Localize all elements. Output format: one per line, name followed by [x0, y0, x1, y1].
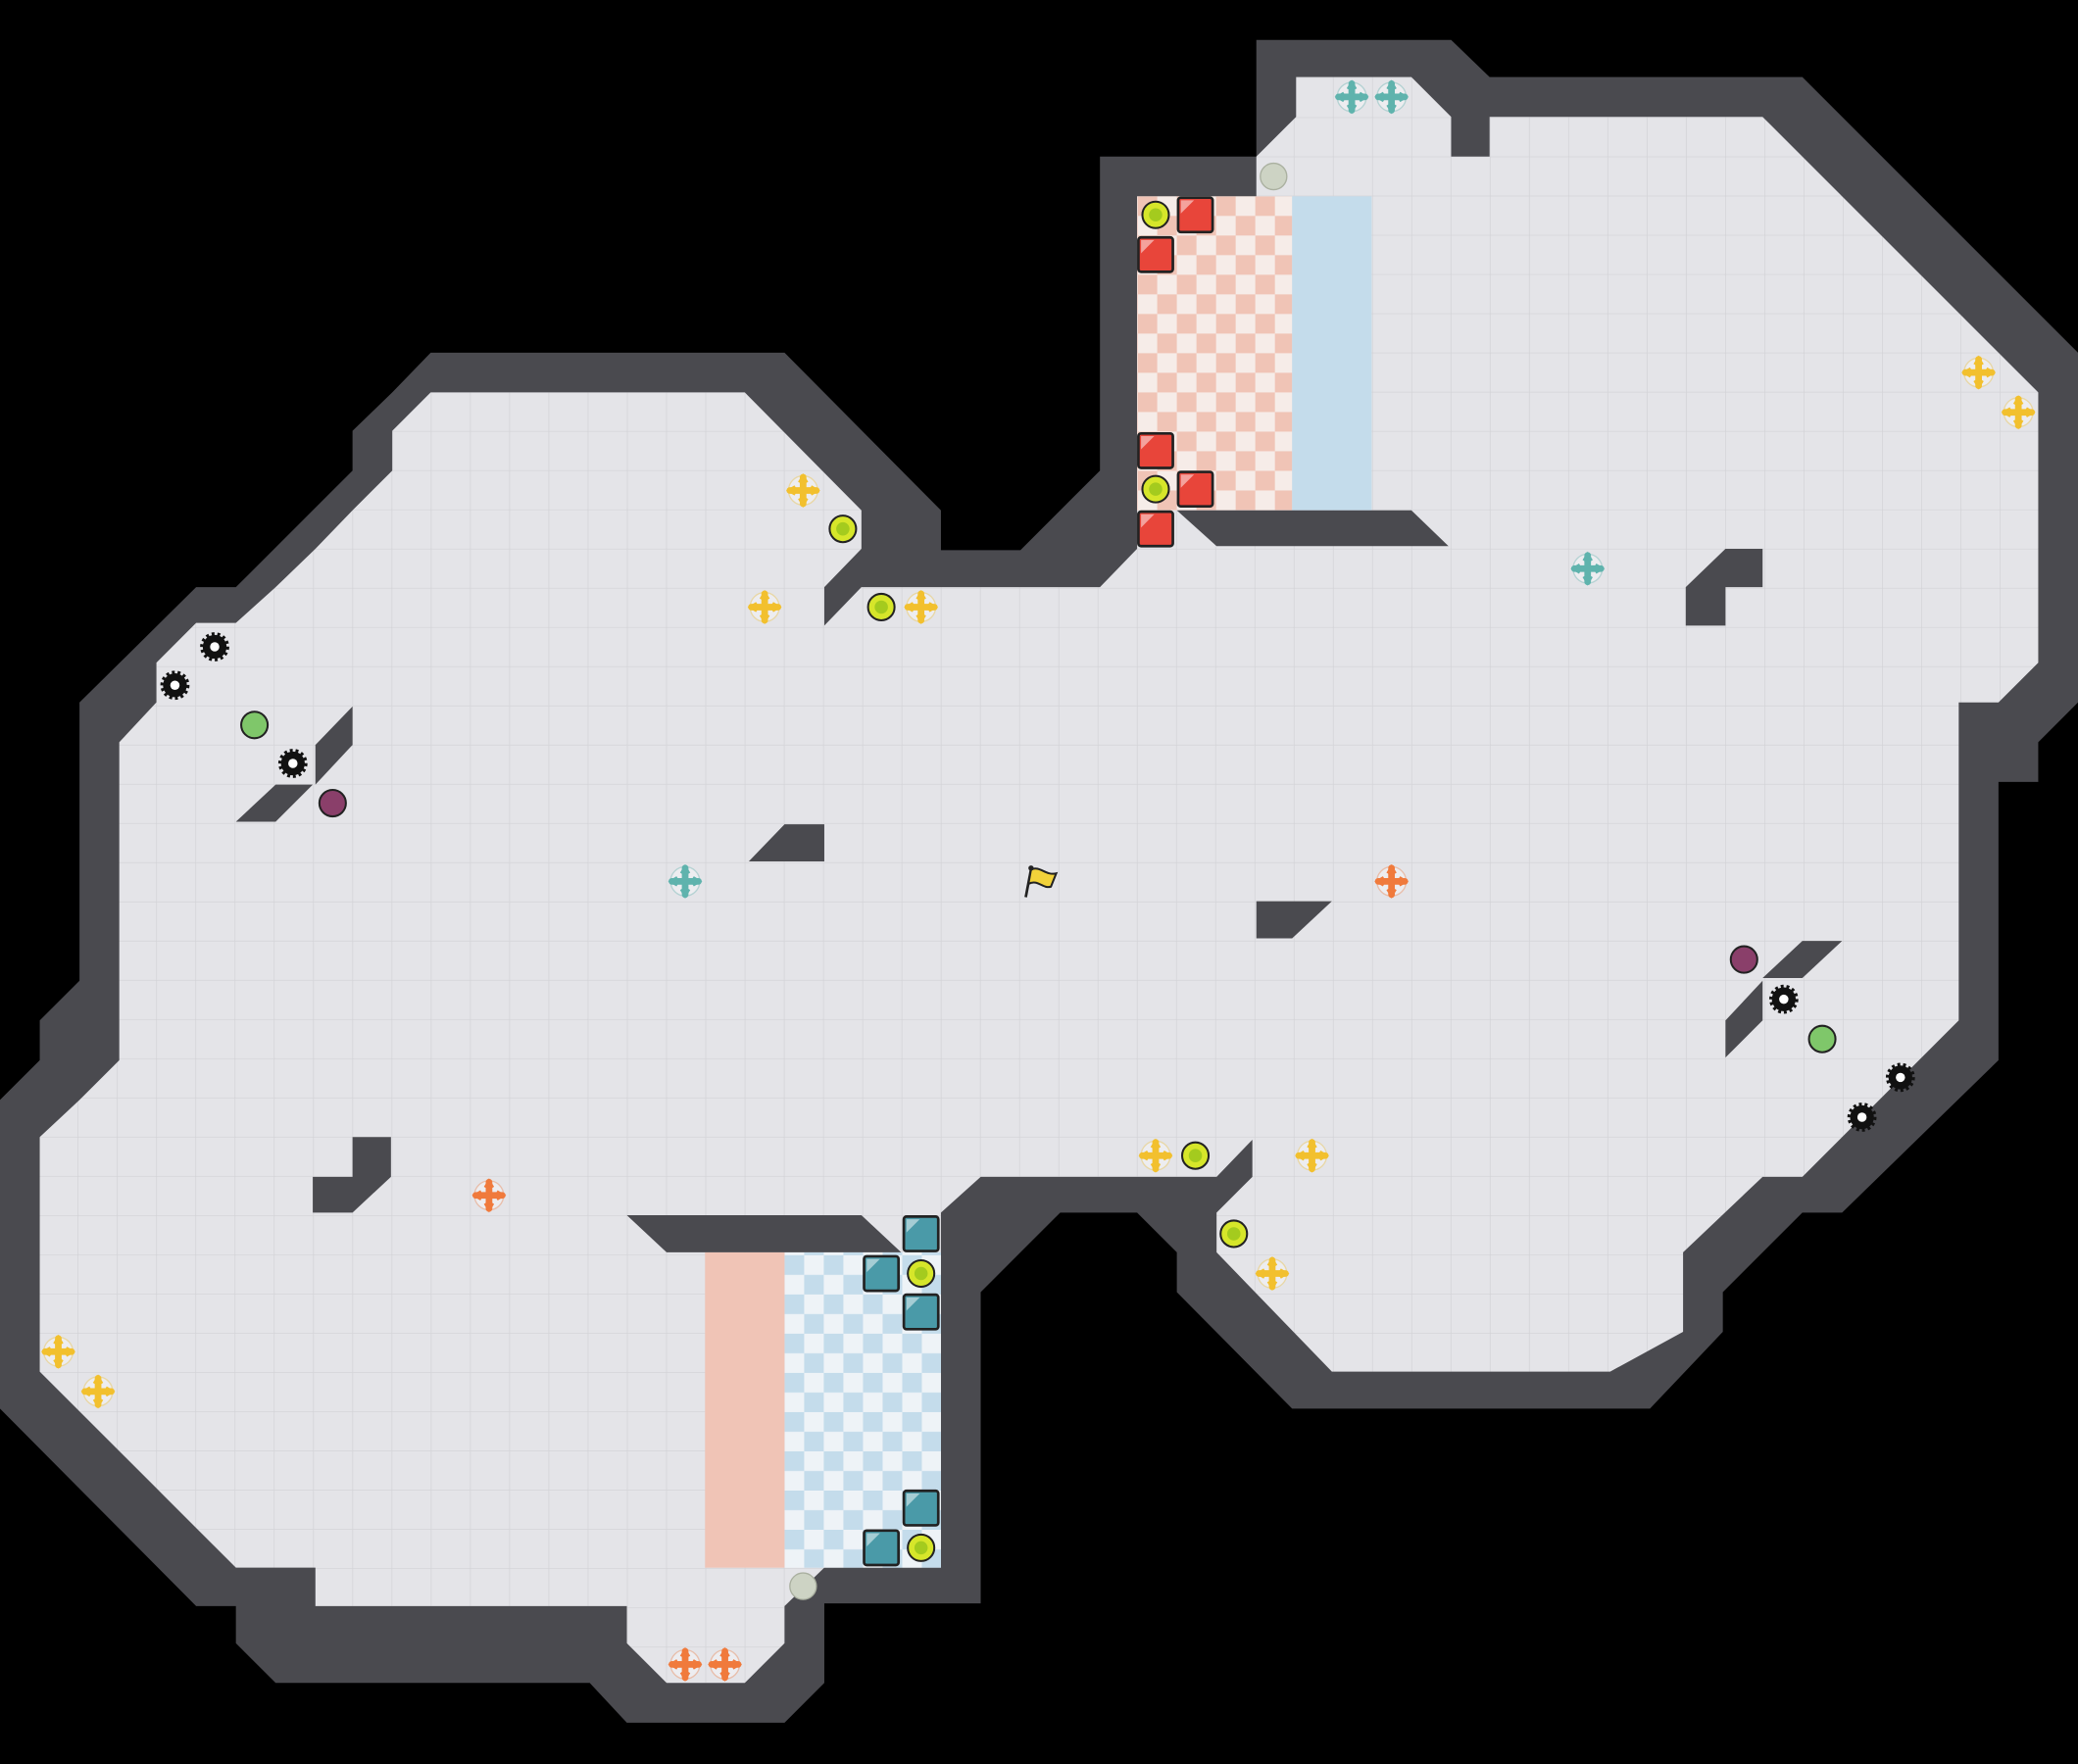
ball-icon	[907, 1533, 936, 1562]
gray-marker-icon	[789, 1572, 817, 1600]
teal-boost-icon	[1377, 82, 1407, 112]
ball-icon	[1181, 1141, 1211, 1170]
bomb-icon	[1729, 945, 1758, 974]
interior-walls	[235, 510, 1843, 1252]
yellow-boost-icon	[1141, 1141, 1170, 1170]
yellow-boost-icon	[1258, 1259, 1287, 1289]
orange-boost-icon	[711, 1650, 740, 1680]
ball-icon	[907, 1258, 936, 1289]
red-zone-bottom	[705, 1251, 785, 1568]
spike-icon	[281, 752, 305, 775]
spike-icon	[163, 673, 186, 697]
yellow-boost-icon	[750, 593, 779, 622]
green-powerup-icon	[1807, 1024, 1837, 1054]
orange-boost-icon	[670, 1650, 700, 1680]
spike-icon	[203, 635, 226, 659]
yellow-boost-icon	[907, 593, 936, 622]
teal-boost-icon	[1573, 554, 1603, 583]
ball-icon	[1219, 1219, 1249, 1249]
teal-boost-icon	[670, 866, 700, 896]
red-gate-icon	[1137, 510, 1174, 548]
yellow-boost-icon	[1964, 358, 1994, 387]
yellow-boost-icon	[2004, 398, 2033, 427]
blue-zone-top	[1292, 196, 1372, 511]
yellow-boost-icon	[83, 1377, 113, 1406]
blue-gate-icon	[902, 1215, 940, 1252]
ball-icon	[1141, 474, 1170, 504]
red-gate-icon	[1176, 196, 1214, 234]
yellow-boost-icon	[1298, 1141, 1327, 1170]
yellow-flag-icon	[1024, 865, 1059, 898]
gray-marker-icon	[1260, 162, 1288, 191]
green-powerup-icon	[240, 710, 270, 740]
yellow-boost-icon	[44, 1337, 74, 1366]
orange-boost-icon	[474, 1181, 504, 1210]
spike-icon	[1889, 1065, 1912, 1089]
spike-icon	[1850, 1105, 1873, 1129]
red-gate-icon	[1176, 470, 1214, 509]
red-gate-icon	[1137, 235, 1174, 273]
blue-gate-icon	[863, 1529, 901, 1567]
teal-boost-icon	[1337, 82, 1366, 112]
bombs	[318, 789, 1758, 974]
orange-boost-icon	[1377, 866, 1407, 896]
neutral-markers	[789, 162, 1288, 1600]
green-powerups	[240, 710, 1837, 1054]
ball-icon	[1141, 200, 1170, 229]
yellow-boost-icon	[788, 476, 817, 506]
red-gate-icon	[1137, 431, 1174, 469]
bomb-icon	[318, 789, 347, 818]
blue-gate-icon	[863, 1254, 901, 1293]
spike-icon	[1772, 987, 1796, 1010]
blue-gate-icon	[902, 1293, 940, 1331]
blue-gate-icon	[902, 1489, 940, 1527]
ball-icon	[828, 514, 858, 544]
ball-icon	[866, 592, 896, 621]
